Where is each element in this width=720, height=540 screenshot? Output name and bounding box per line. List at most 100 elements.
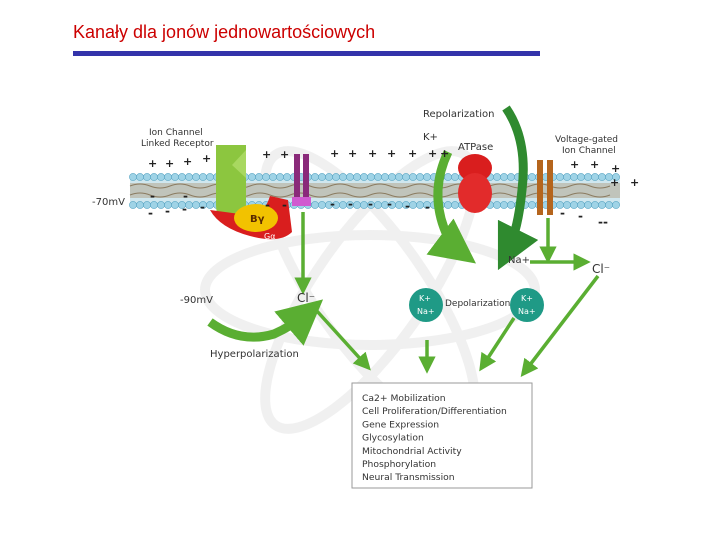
lipid-head xyxy=(346,173,353,180)
effects-list-item: Glycosylation xyxy=(362,433,424,444)
lipid-head xyxy=(157,201,164,208)
lipid-head xyxy=(206,201,213,208)
lipid-head xyxy=(612,201,619,208)
lipid-head xyxy=(136,201,143,208)
lipid-head xyxy=(570,201,577,208)
lipid-head xyxy=(374,201,381,208)
lipid-head xyxy=(493,201,500,208)
effects-list-item: Cell Proliferation/Differentiation xyxy=(362,406,507,417)
minus-charge: - xyxy=(200,200,205,214)
lipid-head xyxy=(402,173,409,180)
label-depolarization: Depolarization xyxy=(445,299,510,309)
lipid-head xyxy=(388,173,395,180)
lipid-head xyxy=(199,173,206,180)
effects-list-item: Ca2+ Mobilization xyxy=(362,393,446,404)
label-circle-left-na: Na+ xyxy=(417,307,435,316)
lipid-head xyxy=(353,173,360,180)
lipid-head xyxy=(318,173,325,180)
plus-charge: + xyxy=(202,152,211,165)
label-circle-left-k: K+ xyxy=(419,294,431,303)
plus-charge: + xyxy=(590,158,599,171)
plus-charge: + xyxy=(165,157,174,170)
label-cl-right: Cl⁻ xyxy=(592,262,610,276)
lipid-head xyxy=(598,173,605,180)
lipid-head xyxy=(129,173,136,180)
label-voltage-gated-2: Ion Channel xyxy=(562,146,616,156)
lipid-head xyxy=(157,173,164,180)
label-minus-70mv: -70mV xyxy=(92,197,125,208)
lipid-head xyxy=(381,173,388,180)
label-alpha: Gα xyxy=(264,232,275,241)
plus-charge: + xyxy=(330,147,339,160)
effects-list-item: Phosphorylation xyxy=(362,459,436,470)
lipid-head xyxy=(416,201,423,208)
plus-charge: + xyxy=(262,148,271,161)
lipid-head xyxy=(325,173,332,180)
lipid-head xyxy=(409,173,416,180)
label-voltage-gated-1: Voltage-gated xyxy=(555,135,618,145)
lipid-head xyxy=(591,173,598,180)
lipid-head xyxy=(423,173,430,180)
lipid-head xyxy=(528,173,535,180)
lipid-head xyxy=(318,201,325,208)
lipid-head xyxy=(311,201,318,208)
plus-charge: + xyxy=(630,176,639,189)
minus-charge: - xyxy=(183,189,188,203)
minus-charge: - xyxy=(150,189,155,203)
lipid-head xyxy=(584,173,591,180)
plus-charge: + xyxy=(440,147,449,160)
label-ion-channel-2: Linked Receptor xyxy=(141,139,214,149)
lipid-head xyxy=(276,173,283,180)
lipid-head xyxy=(164,173,171,180)
lipid-head xyxy=(591,201,598,208)
lipid-head xyxy=(451,201,458,208)
minus-charge: - xyxy=(560,206,565,220)
minus-charge: - xyxy=(368,197,373,211)
lipid-head xyxy=(584,201,591,208)
plus-charge: + xyxy=(611,162,620,175)
minus-charge: - xyxy=(405,199,410,213)
lipid-head xyxy=(374,173,381,180)
lipid-head xyxy=(563,173,570,180)
label-minus-90mv: -90mV xyxy=(180,295,213,306)
plus-charge: + xyxy=(183,155,192,168)
lipid-head xyxy=(171,173,178,180)
lipid-head xyxy=(577,201,584,208)
lipid-head xyxy=(395,201,402,208)
effects-list-item: Gene Expression xyxy=(362,419,439,430)
plus-charge: + xyxy=(148,157,157,170)
lipid-head xyxy=(269,173,276,180)
label-by: Bγ xyxy=(250,214,265,225)
effects-list-item: Mitochondrial Activity xyxy=(362,446,462,457)
effects-list-item: Neural Transmission xyxy=(362,472,455,483)
label-hyperpolarization: Hyperpolarization xyxy=(210,349,299,360)
label-cl-left: Cl⁻ xyxy=(297,291,315,305)
minus-charge: - xyxy=(282,198,287,212)
lipid-head xyxy=(360,173,367,180)
lipid-head xyxy=(500,201,507,208)
label-k-top: K+ xyxy=(423,132,438,143)
lipid-head xyxy=(206,173,213,180)
lipid-head xyxy=(598,201,605,208)
lipid-head xyxy=(178,173,185,180)
minus-charge: - xyxy=(603,215,608,229)
label-atpase: ATPase xyxy=(458,142,493,153)
label-ion-channel-1: Ion Channel xyxy=(149,128,203,138)
lipid-head xyxy=(136,173,143,180)
plus-charge: + xyxy=(570,158,579,171)
lipid-head xyxy=(416,173,423,180)
lipid-head xyxy=(353,201,360,208)
lipid-head xyxy=(248,173,255,180)
plus-charge: + xyxy=(280,148,289,161)
label-circle-right-k: K+ xyxy=(521,294,533,303)
lipid-head xyxy=(570,173,577,180)
lipid-head xyxy=(500,173,507,180)
lipid-head xyxy=(129,201,136,208)
plus-charge: + xyxy=(408,147,417,160)
label-repolarization: Repolarization xyxy=(423,109,494,120)
lipid-head xyxy=(577,173,584,180)
lipid-head xyxy=(332,173,339,180)
lipid-head xyxy=(556,173,563,180)
minus-charge: - xyxy=(348,197,353,211)
